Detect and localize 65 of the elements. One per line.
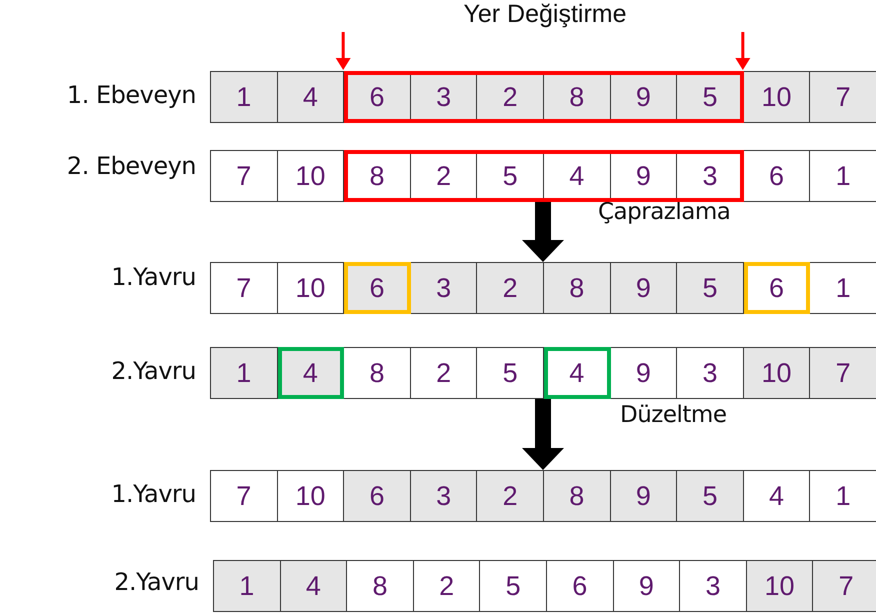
gene-cell: 7 <box>810 347 876 399</box>
highlight-frame <box>344 150 744 202</box>
gene-cell: 1 <box>211 71 278 123</box>
row-label: 1. Ebeveyn <box>66 81 196 109</box>
row-label: 2. Ebeveyn <box>66 152 196 180</box>
gene-cell: 7 <box>813 560 876 612</box>
gene-cell: 3 <box>410 262 478 314</box>
row-label: 1.Yavru <box>111 263 196 291</box>
gene-cell: 8 <box>544 262 611 314</box>
gene-cell: 7 <box>211 150 278 202</box>
chromosome-row <box>210 347 876 399</box>
gene-cell: 2 <box>477 262 544 314</box>
gene-cell: 9 <box>610 262 678 314</box>
gene-cell: 4 <box>280 560 348 612</box>
gene-cell: 10 <box>278 150 344 202</box>
gene-cell: 8 <box>347 560 414 612</box>
edge-label: Düzeltme <box>620 402 726 428</box>
gene-cell: 9 <box>610 470 678 522</box>
gene-cell: 8 <box>544 470 611 522</box>
arrow <box>522 399 564 470</box>
section-heading: Yer Değiştirme <box>462 0 628 29</box>
gene-cell: 9 <box>614 560 680 612</box>
gene-cell: 10 <box>744 347 810 399</box>
gene-cell: 4 <box>278 71 344 123</box>
gene-cell: 4 <box>744 470 810 522</box>
gene-cell: 7 <box>211 470 278 522</box>
gene-cell: 1 <box>211 347 278 399</box>
gene-cell: 10 <box>744 71 810 123</box>
chromosome-row <box>210 71 876 123</box>
gene-cell: 7 <box>211 262 278 314</box>
gene-cell: 3 <box>680 560 747 612</box>
chromosome-row <box>210 150 876 202</box>
chromosome-row <box>213 560 876 612</box>
gene-cell: 5 <box>477 347 544 399</box>
gene-cell: 3 <box>410 470 478 522</box>
gene-cell: 2 <box>477 470 544 522</box>
gene-cell: 10 <box>278 470 344 522</box>
row-label: 2.Yavru <box>114 568 199 596</box>
highlight-frame <box>344 71 744 123</box>
gene-cell: 1 <box>810 470 876 522</box>
gene-cell: 7 <box>810 71 876 123</box>
chromosome-row <box>210 470 876 522</box>
gene-cell: 9 <box>610 347 678 399</box>
gene-cell: 10 <box>746 560 814 612</box>
arrow <box>522 202 564 262</box>
chromosome-row <box>210 262 876 314</box>
row-label: 1.Yavru <box>111 480 196 508</box>
arrow <box>336 32 351 70</box>
row-label: 2.Yavru <box>111 357 196 385</box>
gene-cell: 5 <box>480 560 547 612</box>
arrow <box>735 32 750 70</box>
gene-cell: 8 <box>344 347 411 399</box>
gene-cell: 1 <box>810 262 876 314</box>
edge-label: Çaprazlama <box>598 199 730 225</box>
gene-cell: 5 <box>677 470 744 522</box>
gene-cell: 2 <box>410 347 478 399</box>
gene-cell: 5 <box>677 262 744 314</box>
gene-cell: 6 <box>344 470 411 522</box>
gene-cell: 6 <box>546 560 614 612</box>
gene-cell: 2 <box>414 560 480 612</box>
gene-cell: 6 <box>744 150 810 202</box>
gene-cell: 3 <box>677 347 744 399</box>
gene-cell: 1 <box>810 150 876 202</box>
gene-cell: 1 <box>214 560 281 612</box>
gene-cell: 10 <box>278 262 344 314</box>
